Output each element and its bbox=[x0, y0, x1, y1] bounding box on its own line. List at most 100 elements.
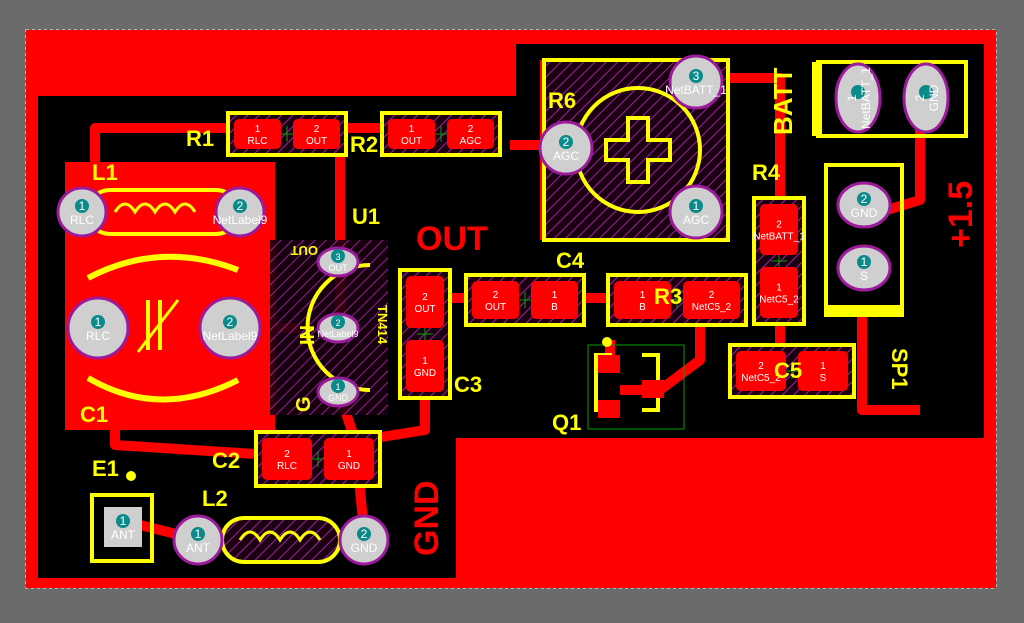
label-u1-out: OUT bbox=[291, 243, 319, 258]
speaker-connector-outline bbox=[824, 163, 904, 317]
pad-number: 2 bbox=[335, 318, 340, 328]
pad-number: 1 bbox=[79, 199, 86, 213]
pad-net: AGC bbox=[460, 136, 482, 147]
designator-r6: R6 bbox=[548, 88, 576, 113]
label-gnd: GND bbox=[408, 480, 446, 556]
pad-net: RLC bbox=[70, 213, 94, 227]
capacitor-c1-outline bbox=[86, 253, 240, 403]
pad-number: 2 bbox=[913, 94, 927, 101]
pad-net: OUT bbox=[401, 136, 422, 147]
pad-net: B bbox=[551, 302, 558, 313]
pad-net: ANT bbox=[186, 541, 211, 555]
designator-c2: C2 bbox=[212, 448, 240, 473]
pad-net: NetLabel9 bbox=[213, 213, 268, 227]
pad-number: 2 bbox=[237, 199, 244, 213]
label-plus-1-5: +1.5 bbox=[942, 181, 980, 248]
pad-number: 2 bbox=[709, 290, 715, 301]
pad-number: 1 bbox=[195, 527, 202, 541]
designator-u1: U1 bbox=[352, 204, 380, 229]
transistor-q1-outline bbox=[587, 337, 685, 430]
pad-net: NetC5_2 bbox=[692, 302, 732, 313]
pad-number: 1 bbox=[255, 124, 261, 135]
pad-net: AGC bbox=[553, 149, 579, 163]
pad-number: 2 bbox=[493, 290, 499, 301]
label-u1-g: G bbox=[293, 396, 315, 412]
pad-net: GND bbox=[851, 206, 878, 220]
pad-net: NetLabel9 bbox=[203, 329, 258, 343]
pad-number: 2 bbox=[861, 192, 868, 206]
pad-net: GND bbox=[328, 393, 349, 403]
pad-number: 1 bbox=[845, 94, 859, 101]
pad-net: GND bbox=[338, 461, 360, 472]
pad-number: 2 bbox=[314, 124, 320, 135]
pad-net: NetLabel9 bbox=[317, 329, 358, 339]
pad-number: 1 bbox=[346, 449, 352, 460]
pad-number: 1 bbox=[640, 290, 646, 301]
inductor-l2 bbox=[220, 516, 342, 564]
smd-pad: 1B bbox=[614, 281, 671, 319]
pad-number: 2 bbox=[468, 124, 474, 135]
designator-c5: C5 bbox=[774, 358, 802, 383]
designator-q1: Q1 bbox=[552, 410, 581, 435]
designator-c3: C3 bbox=[454, 372, 482, 397]
designator-c4: C4 bbox=[556, 248, 585, 273]
pad-net: S bbox=[860, 269, 868, 283]
pad-net: NetBATT_1 bbox=[665, 83, 727, 97]
pad-net: B bbox=[639, 302, 646, 313]
pad-number: 1 bbox=[693, 199, 700, 213]
designator-r4: R4 bbox=[752, 160, 781, 185]
pad-net: AGC bbox=[683, 213, 709, 227]
pad-net: NetBATT_1 bbox=[753, 232, 805, 243]
label-u1-in: IN bbox=[297, 325, 319, 345]
label-u1-part: TN414 bbox=[375, 305, 390, 345]
pad-number: 2 bbox=[227, 315, 234, 329]
pad-number: 2 bbox=[422, 292, 428, 303]
pad-number: 2 bbox=[758, 361, 764, 372]
pad-number: 2 bbox=[776, 220, 782, 231]
battery-connector-outline bbox=[812, 60, 968, 138]
pad-number: 1 bbox=[95, 315, 102, 329]
pad-net: RLC bbox=[86, 329, 110, 343]
designator-r1: R1 bbox=[186, 126, 214, 151]
pad-net: RLC bbox=[277, 461, 297, 472]
pad-number: 1 bbox=[409, 124, 415, 135]
antenna-e1-outline bbox=[90, 471, 154, 563]
pad-number: 2 bbox=[563, 135, 570, 149]
pad-net: GND bbox=[927, 84, 941, 111]
smd-pad: 1B bbox=[531, 281, 578, 319]
designator-c1: C1 bbox=[80, 402, 108, 427]
pad-net: NetC5_2 bbox=[759, 295, 799, 306]
pad-net: S bbox=[820, 373, 827, 384]
pad-number: 1 bbox=[120, 514, 127, 528]
pad-net: ANT bbox=[111, 528, 136, 542]
pad-net: NetC5_2 bbox=[741, 373, 781, 384]
label-batt: BATT bbox=[768, 67, 798, 135]
smd-pad: 1S bbox=[798, 351, 848, 391]
pad-number: 1 bbox=[552, 290, 558, 301]
